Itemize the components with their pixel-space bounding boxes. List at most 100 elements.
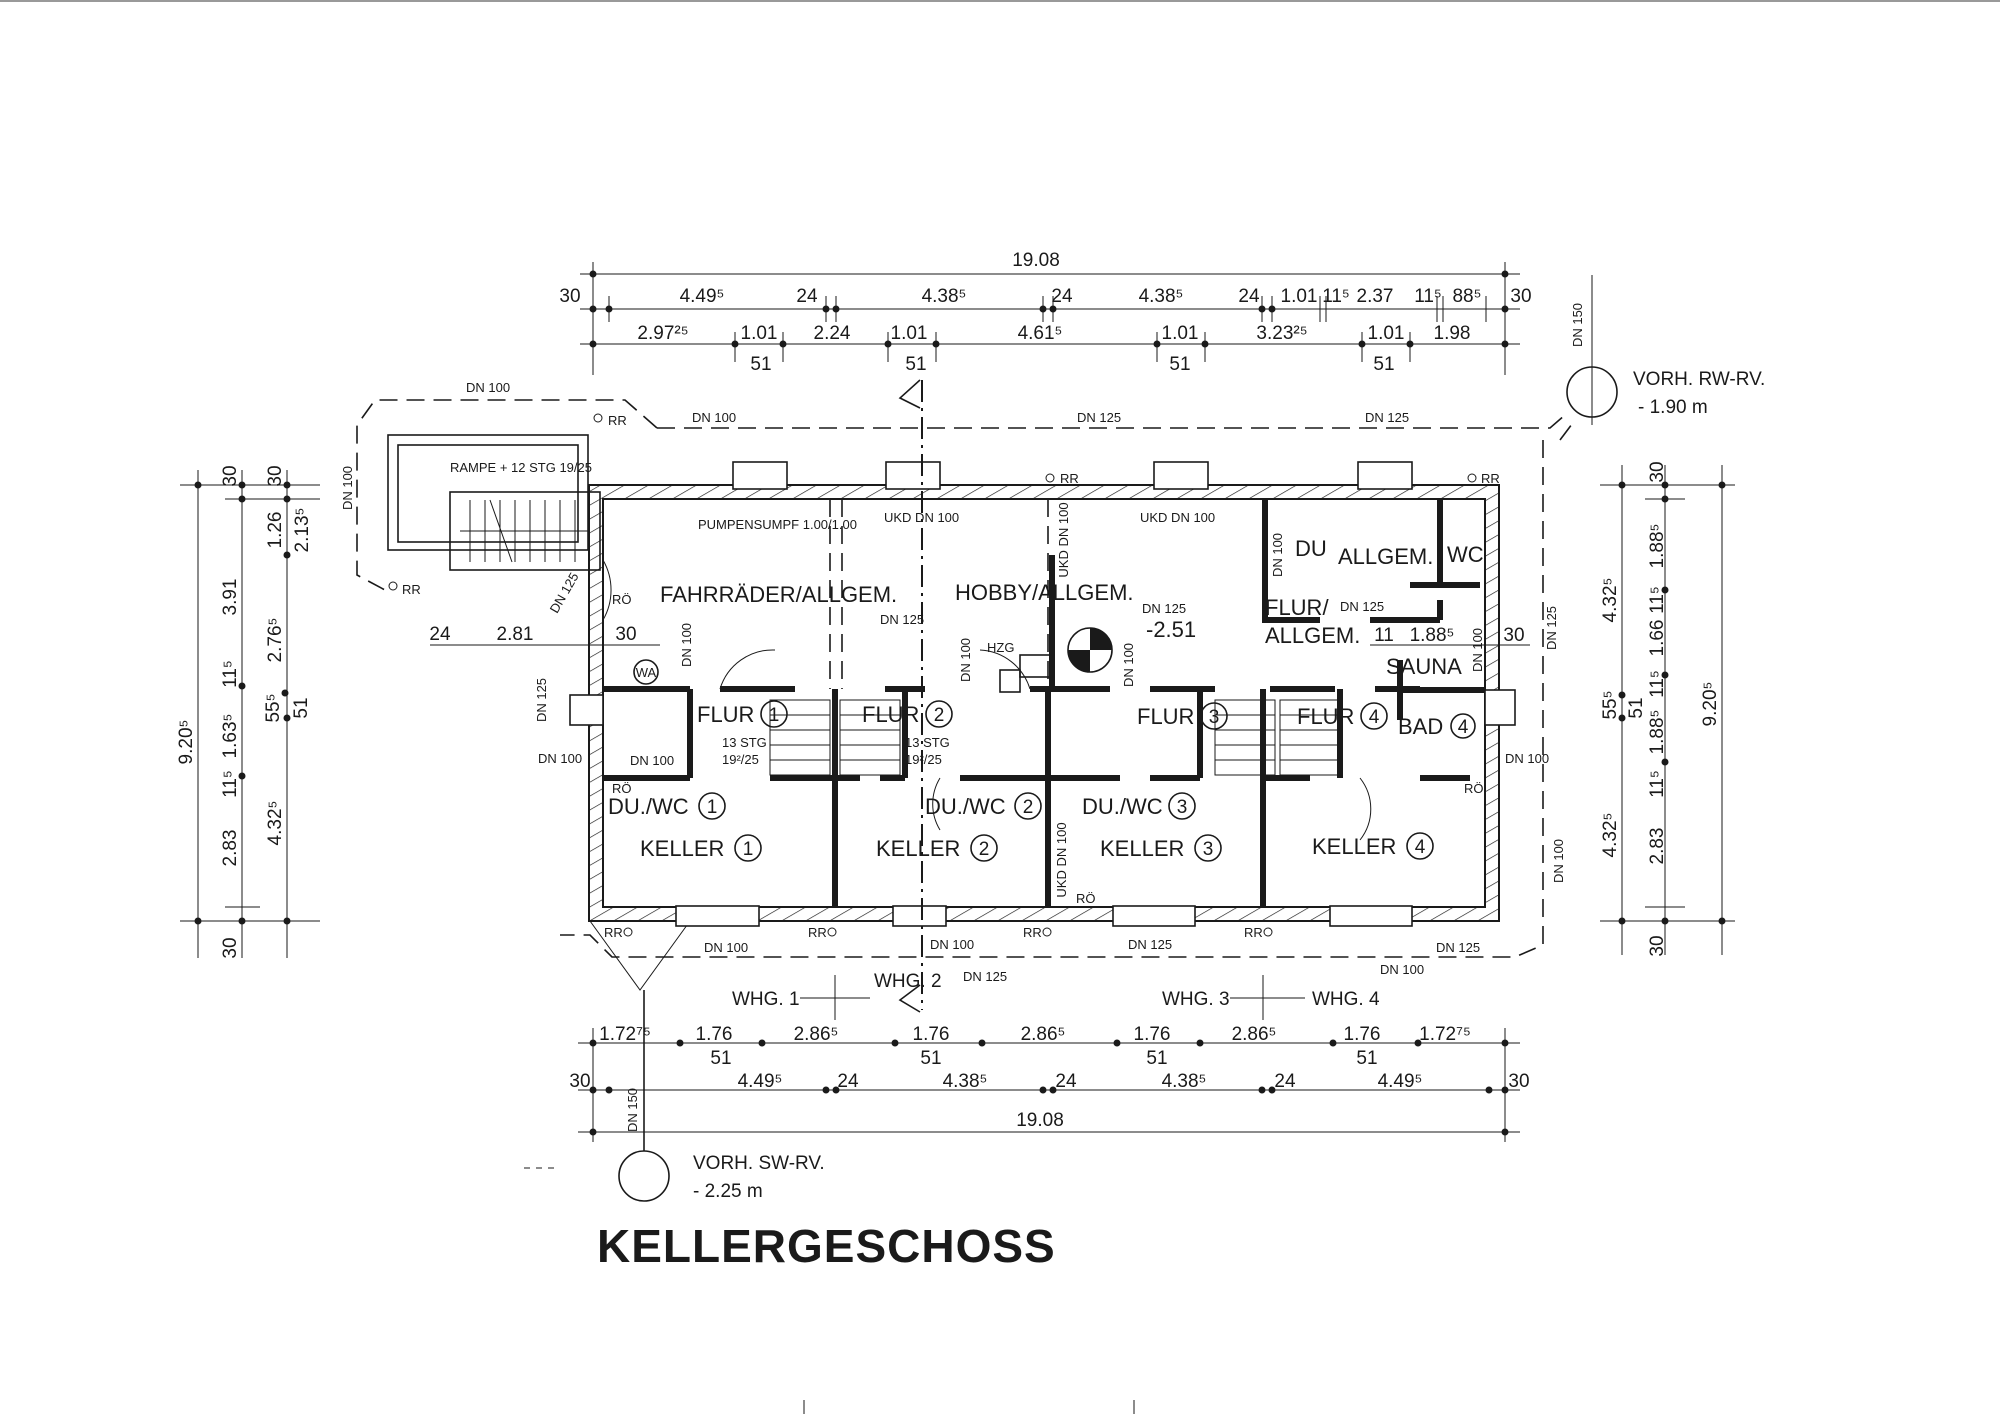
pipe-label: UKD DN 100 <box>1140 510 1215 525</box>
room-sauna: SAUNA <box>1386 654 1462 679</box>
dim-label: 88⁵ <box>1452 286 1481 307</box>
unit-label-1: WHG. 1 <box>732 989 800 1010</box>
dim-label: 11⁵ <box>1322 286 1350 307</box>
dim-label: 1.01 <box>1281 286 1318 307</box>
dim-label: 2.86⁵ <box>794 1024 839 1045</box>
unit-label-3: WHG. 3 <box>1162 989 1230 1010</box>
pipe-label: DN 125 <box>963 969 1007 984</box>
room-wc: WC <box>1447 542 1484 567</box>
downpipe-marks <box>388 413 1477 937</box>
drawing-title: KELLERGESCHOSS <box>597 1220 1056 1272</box>
dim-label: 51 <box>1356 1048 1377 1069</box>
dim-label: 2.86⁵ <box>1232 1024 1277 1045</box>
dim-label: 30 <box>615 624 636 645</box>
dim-label: 1.76 <box>913 1024 950 1045</box>
windows <box>569 461 1516 927</box>
dim-label: 24 <box>837 1071 859 1092</box>
washer-label: WA <box>636 665 657 680</box>
dim-label: 1.01 <box>1162 323 1199 344</box>
room-keller-1: KELLER <box>640 836 724 861</box>
dim-label: 2.13⁵ <box>292 508 313 553</box>
dim-label: 51 <box>1146 1048 1167 1069</box>
unit-number: 2 <box>979 839 990 860</box>
pipe-label: DN 100 <box>679 623 694 667</box>
ro-label: RÖ <box>1076 891 1096 906</box>
dim-label: 24 <box>429 624 451 645</box>
interior-walls <box>602 499 1485 907</box>
dim-label: 24 <box>796 286 818 307</box>
unit-number: 1 <box>707 797 718 818</box>
left-dimensions: 9.20⁵ 30 3.91 11⁵ 1.63⁵ 11⁵ 2.83 30 30 1… <box>176 465 320 959</box>
dim-label: 55⁵ <box>263 693 284 722</box>
dim-label: 24 <box>1055 1071 1077 1092</box>
room-bad: BAD <box>1398 714 1443 739</box>
pipe-label: DN 125 <box>547 570 582 616</box>
room-keller-2: KELLER <box>876 836 960 861</box>
pipe-label: DN 125 <box>880 612 924 627</box>
pipe-label: DN 100 <box>1270 533 1285 577</box>
dim-label: 30 <box>265 465 286 486</box>
dim-label: 30 <box>1508 1071 1529 1092</box>
pipe-label: DN 100 <box>692 410 736 425</box>
pipe-label: DN 100 <box>1380 962 1424 977</box>
dim-label: 24 <box>1051 286 1073 307</box>
pipe-label: UKD DN 100 <box>1056 502 1071 577</box>
ro-label: RÖ <box>1464 781 1484 796</box>
sw-manhole-label: VORH. SW-RV. <box>693 1153 825 1174</box>
top-dimensions: 19.08 30 4.49⁵ 24 4.38⁵ 24 4.38⁵ 24 1.01… <box>559 250 1532 375</box>
dim-label: 1.01 <box>741 323 778 344</box>
rainwater-manhole: DN 150 VORH. RW-RV. - 1.90 m <box>1566 275 1765 425</box>
internal-stairs <box>769 699 1341 776</box>
dim-label: 1.88⁵ <box>1410 625 1455 646</box>
dim-label: 11⁵ <box>1647 586 1668 614</box>
dim-label: 30 <box>220 465 241 486</box>
dim-label: 1.26 <box>265 512 286 549</box>
pipe-label: DN 125 <box>1365 410 1409 425</box>
pipe-label: DN 100 <box>340 466 355 510</box>
pipe-label: DN 100 <box>1505 751 1549 766</box>
dim-label: 30 <box>220 937 241 958</box>
pipe-label: DN 100 <box>704 940 748 955</box>
pipe-label: DN 125 <box>1544 606 1559 650</box>
dim-label: 2.81 <box>497 624 534 645</box>
room-hobby: HOBBY/ALLGEM. <box>955 580 1134 605</box>
room-flur-allgem: ALLGEM. <box>1265 623 1360 648</box>
dim-label: 55⁵ <box>1600 690 1621 719</box>
pipe-label: DN 100 <box>930 937 974 952</box>
unit-number: 4 <box>1369 707 1380 728</box>
dim-label: 1.72⁷⁵ <box>1419 1024 1471 1045</box>
dim-label: 4.49⁵ <box>1378 1071 1423 1092</box>
dim-label: 9.20⁵ <box>176 720 197 765</box>
dim-label: 4.32⁵ <box>1600 813 1621 858</box>
pipe-label: DN 125 <box>1340 599 1384 614</box>
dim-label: 1.76 <box>1344 1024 1381 1045</box>
room-labels: FAHRRÄDER/ALLGEM. HOBBY/ALLGEM. PUMPENSU… <box>608 517 1484 862</box>
dim-label: 2.86⁵ <box>1021 1024 1066 1045</box>
rr-label: RR <box>1060 471 1079 486</box>
room-allgem: ALLGEM. <box>1338 544 1433 569</box>
dim-label: 51 <box>291 697 312 718</box>
pipe-label: DN 125 <box>1142 601 1186 616</box>
room-flur-2: FLUR <box>862 702 919 727</box>
room-du-wc-3: DU./WC <box>1082 794 1163 819</box>
level-label: -2.51 <box>1146 617 1196 642</box>
dim-label: 2.24 <box>814 323 851 344</box>
bottom-dimensions: 1.72⁷⁵ 1.76 2.86⁵ 1.76 2.86⁵ 1.76 2.86⁵ … <box>569 1024 1530 1142</box>
drainage-pipes <box>356 399 1576 1151</box>
dim-label: 30 <box>1647 461 1668 482</box>
dim-label: 4.49⁵ <box>738 1071 783 1092</box>
ramp-stair: RAMPE + 12 STG 19/25 <box>387 434 601 571</box>
dim-label: 30 <box>1510 286 1531 307</box>
unit-number: 4 <box>1458 717 1469 738</box>
unit-label-2: WHG. 2 <box>874 971 942 992</box>
dim-label: 4.32⁵ <box>265 801 286 846</box>
hzg-label: HZG <box>987 640 1014 655</box>
dim-label: 30 <box>1647 935 1668 956</box>
pipe-label: UKD DN 100 <box>884 510 959 525</box>
dim-label: 4.61⁵ <box>1018 323 1063 344</box>
dim-label: 1.01 <box>1368 323 1405 344</box>
rw-manhole-depth: - 1.90 m <box>1638 397 1708 418</box>
dim-label: 2.83 <box>220 830 241 867</box>
dim-label: 4.49⁵ <box>680 286 725 307</box>
